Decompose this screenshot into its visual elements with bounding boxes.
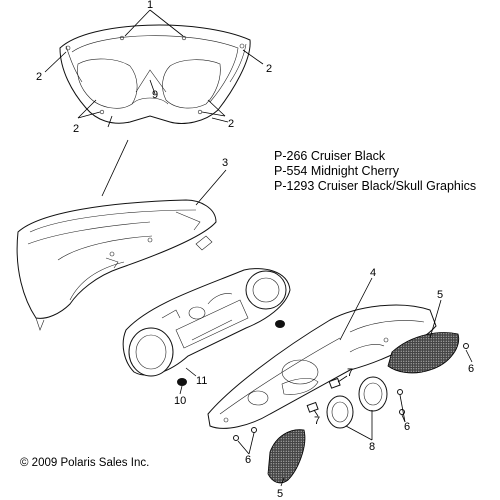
gauge-rings-part (326, 376, 388, 429)
callout-5: 5 (277, 488, 283, 500)
callout-2: 2 (266, 63, 272, 75)
callout-2: 2 (36, 71, 42, 83)
copyright-notice: © 2009 Polaris Sales Inc. (20, 457, 150, 469)
callout-5: 5 (437, 289, 443, 301)
callout-3: 3 (222, 157, 228, 169)
callout-6: 6 (404, 421, 410, 433)
callout-2: 2 (73, 123, 79, 135)
leader-part-4 (339, 277, 373, 341)
callout-9: 9 (152, 89, 158, 101)
callout-labels: 1 2 2 2 2 3 4 5 5 6 6 6 7 7 8 9 10 11 (36, 0, 474, 500)
speaker-screen-left (267, 429, 306, 484)
callout-2: 2 (228, 118, 234, 130)
leader-part-6a (465, 349, 473, 363)
speaker-screen-right (387, 332, 460, 374)
leader-part-5b (280, 477, 285, 487)
leader-part-11 (185, 367, 197, 377)
upper-fairing-part (59, 24, 251, 124)
callout-10: 10 (174, 395, 186, 407)
leader-part-8a (345, 425, 373, 441)
paint-code-line: P-554 Midnight Cherry (274, 164, 400, 178)
grommets-part (177, 320, 285, 386)
leader-part-6c (399, 394, 406, 423)
leader-lines-top (44, 9, 264, 197)
paint-code-line: P-1293 Cruiser Black/Skull Graphics (274, 179, 477, 193)
callout-4: 4 (370, 267, 376, 279)
callout-7: 7 (347, 367, 353, 379)
leader-part-7a (337, 375, 348, 383)
screws-part (233, 343, 469, 441)
instrument-bezel-part (207, 304, 437, 429)
paint-code-list: P-266 Cruiser Black P-554 Midnight Cherr… (274, 149, 476, 194)
callout-6: 6 (245, 454, 251, 466)
gauge-housing-part (122, 268, 291, 377)
leader-part-6d (237, 440, 250, 455)
leader-part-6e (248, 432, 255, 455)
leader-part-10 (179, 385, 183, 395)
leader-part-7b (313, 409, 319, 417)
callout-7: 7 (314, 415, 320, 427)
leader-part-3 (195, 169, 227, 206)
callout-6: 6 (468, 363, 474, 375)
callout-1: 1 (147, 0, 153, 11)
callout-11: 11 (196, 375, 207, 387)
callout-8: 8 (369, 441, 375, 453)
leader-part-5a (429, 299, 442, 339)
paint-code-line: P-266 Cruiser Black (274, 149, 386, 163)
outer-fairing-part (16, 199, 217, 331)
